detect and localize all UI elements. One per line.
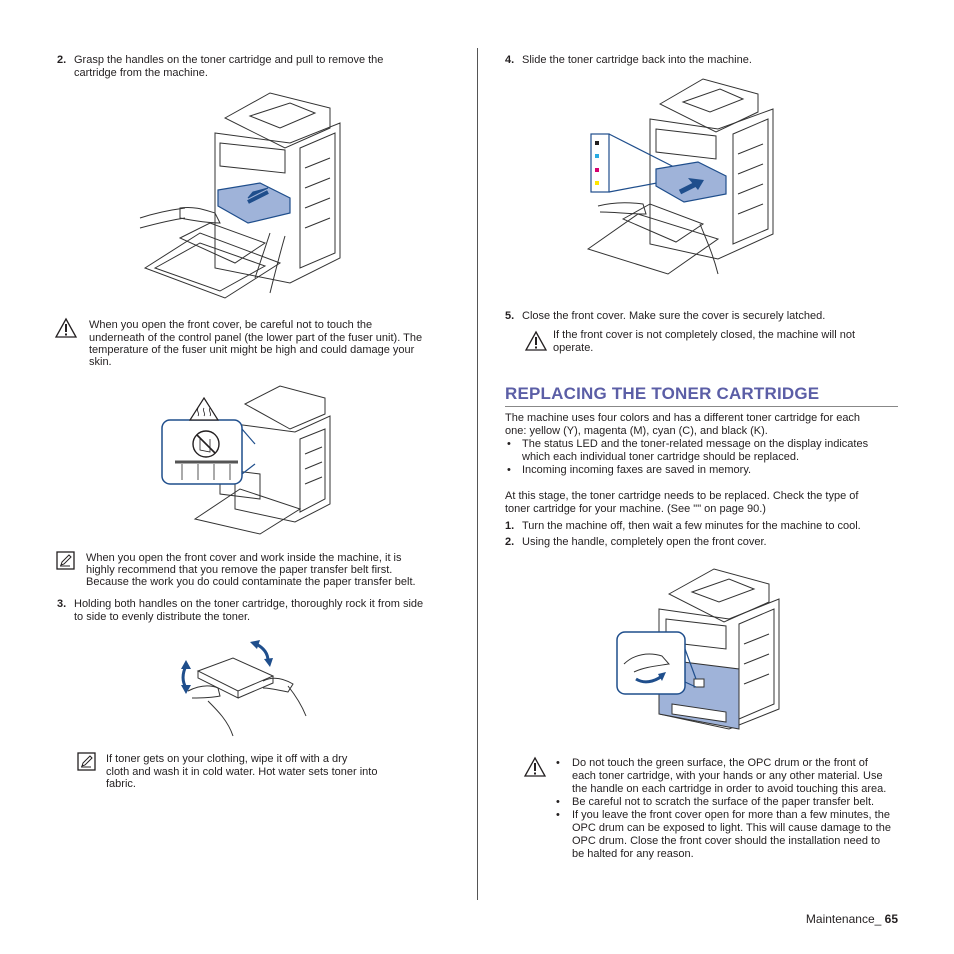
note-1-line-1: When you open the front cover and work i… bbox=[86, 552, 402, 564]
stage-line-1: At this stage, the toner cartridge needs… bbox=[505, 490, 859, 502]
column-divider bbox=[477, 48, 478, 900]
bullet-dot: • bbox=[507, 438, 511, 450]
caution-triangle-icon bbox=[54, 317, 78, 338]
rock-cartridge-illustration bbox=[181, 640, 307, 737]
remove-cartridge-illustration bbox=[139, 92, 341, 299]
bullet-2-line-1: Incoming incoming faxes are saved in mem… bbox=[522, 464, 752, 476]
caution-3-b1-line-2: each toner cartridge, with your hands or… bbox=[572, 770, 883, 782]
step-3-line-2: to side to evenly distribute the toner. bbox=[74, 611, 251, 623]
bullet-dot: • bbox=[556, 809, 560, 821]
caution-1-line-2: underneath of the control panel (the low… bbox=[89, 332, 423, 344]
step-4-text: Slide the toner cartridge back into the … bbox=[522, 54, 752, 66]
caution-1-line-3: temperature of the fuser unit might be h… bbox=[89, 344, 415, 356]
step-1-text: Turn the machine off, then wait a few mi… bbox=[522, 520, 861, 532]
caution-3-b1-line-3: the handle on each cartridge in order to… bbox=[572, 783, 887, 795]
fuser-warning-illustration bbox=[161, 385, 331, 535]
step-2-line-2: cartridge from the machine. bbox=[74, 67, 208, 79]
section-heading: REPLACING THE TONER CARTRIDGE bbox=[505, 384, 820, 403]
step-5-number: 5. bbox=[505, 310, 515, 322]
caution-3-b1-line-1: Do not touch the green surface, the OPC … bbox=[572, 757, 868, 769]
caution-3-b3-line-1: If you leave the front cover open for mo… bbox=[572, 809, 890, 821]
caution-3-b2-line-1: Be careful not to scratch the surface of… bbox=[572, 796, 875, 808]
step-2b-text: Using the handle, completely open the fr… bbox=[522, 536, 767, 548]
intro-line-1: The machine uses four colors and has a d… bbox=[505, 412, 861, 424]
note-pencil-icon bbox=[56, 551, 75, 570]
step-2-line-1: Grasp the handles on the toner cartridge… bbox=[74, 54, 384, 66]
note-2-line-3: fabric. bbox=[106, 778, 136, 790]
bullet-1-line-2: which each individual toner cartridge sh… bbox=[522, 451, 800, 463]
bullet-dot: • bbox=[556, 757, 560, 769]
footer-label: Maintenance_ bbox=[805, 912, 885, 926]
bullet-1-line-1: The status LED and the toner-related mes… bbox=[522, 438, 869, 450]
step-5-text: Close the front cover. Make sure the cov… bbox=[522, 310, 826, 322]
step-4-number: 4. bbox=[505, 54, 515, 66]
step-2b-number: 2. bbox=[505, 536, 515, 548]
caution-1-line-4: skin. bbox=[89, 356, 112, 368]
intro-line-2: one: yellow (Y), magenta (M), cyan (C), … bbox=[505, 425, 768, 437]
page-footer: Maintenance_ 65 bbox=[806, 913, 898, 926]
stage-line-2: toner cartridge for your machine. (See "… bbox=[505, 503, 766, 515]
insert-cartridge-illustration bbox=[586, 78, 774, 275]
bullet-dot: • bbox=[507, 464, 511, 476]
caution-triangle-icon bbox=[524, 330, 548, 351]
caution-2-line-1: If the front cover is not completely clo… bbox=[553, 329, 856, 341]
note-pencil-icon bbox=[77, 752, 96, 771]
heading-rule bbox=[505, 406, 898, 407]
note-1-line-3: Because the work you do could contaminat… bbox=[86, 576, 416, 588]
open-front-cover-illustration bbox=[616, 568, 780, 730]
caution-3-b3-line-3: OPC drum. Close the front cover should t… bbox=[572, 835, 881, 847]
step-1-number: 1. bbox=[505, 520, 515, 532]
step-2-number: 2. bbox=[57, 54, 67, 66]
step-3-number: 3. bbox=[57, 598, 67, 610]
note-2-line-2: cloth and wash it in cold water. Hot wat… bbox=[106, 766, 378, 778]
caution-1-line-1: When you open the front cover, be carefu… bbox=[89, 319, 373, 331]
note-1-line-2: highly recommend that you remove the pap… bbox=[86, 564, 393, 576]
bullet-dot: • bbox=[556, 796, 560, 808]
caution-triangle-icon bbox=[523, 756, 547, 777]
caution-2-line-2: operate. bbox=[553, 342, 594, 354]
caution-3-b3-line-2: OPC drum can be exposed to light. This w… bbox=[572, 822, 891, 834]
note-2-line-1: If toner gets on your clothing, wipe it … bbox=[106, 753, 348, 765]
step-3-line-1: Holding both handles on the toner cartri… bbox=[74, 598, 424, 610]
page-number: 65 bbox=[884, 912, 898, 926]
caution-3-b3-line-4: be halted for any reason. bbox=[572, 848, 694, 860]
